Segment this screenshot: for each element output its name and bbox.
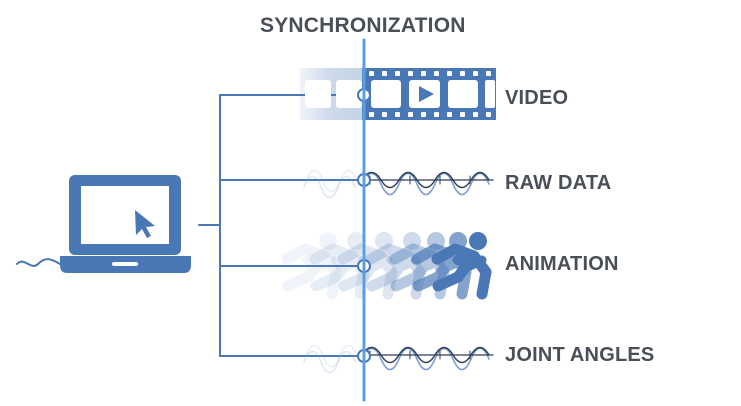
diagram-title: SYNCHRONIZATION	[260, 14, 466, 37]
joint-angles-waveform-icon	[303, 344, 494, 374]
video-label: VIDEO	[505, 87, 569, 109]
sync-markers	[357, 88, 371, 363]
animation-label: ANIMATION	[505, 253, 619, 275]
play-icon	[419, 86, 434, 102]
cursor-icon	[135, 210, 155, 238]
connector-tree	[198, 94, 359, 357]
laptop-icon	[16, 175, 191, 273]
raw-data-label: RAW DATA	[505, 172, 612, 194]
running-person-icon	[281, 232, 492, 300]
raw-data-waveform-icon	[303, 169, 494, 199]
film-strip-icon	[300, 68, 496, 120]
joint-angles-label: JOINT ANGLES	[505, 344, 655, 366]
